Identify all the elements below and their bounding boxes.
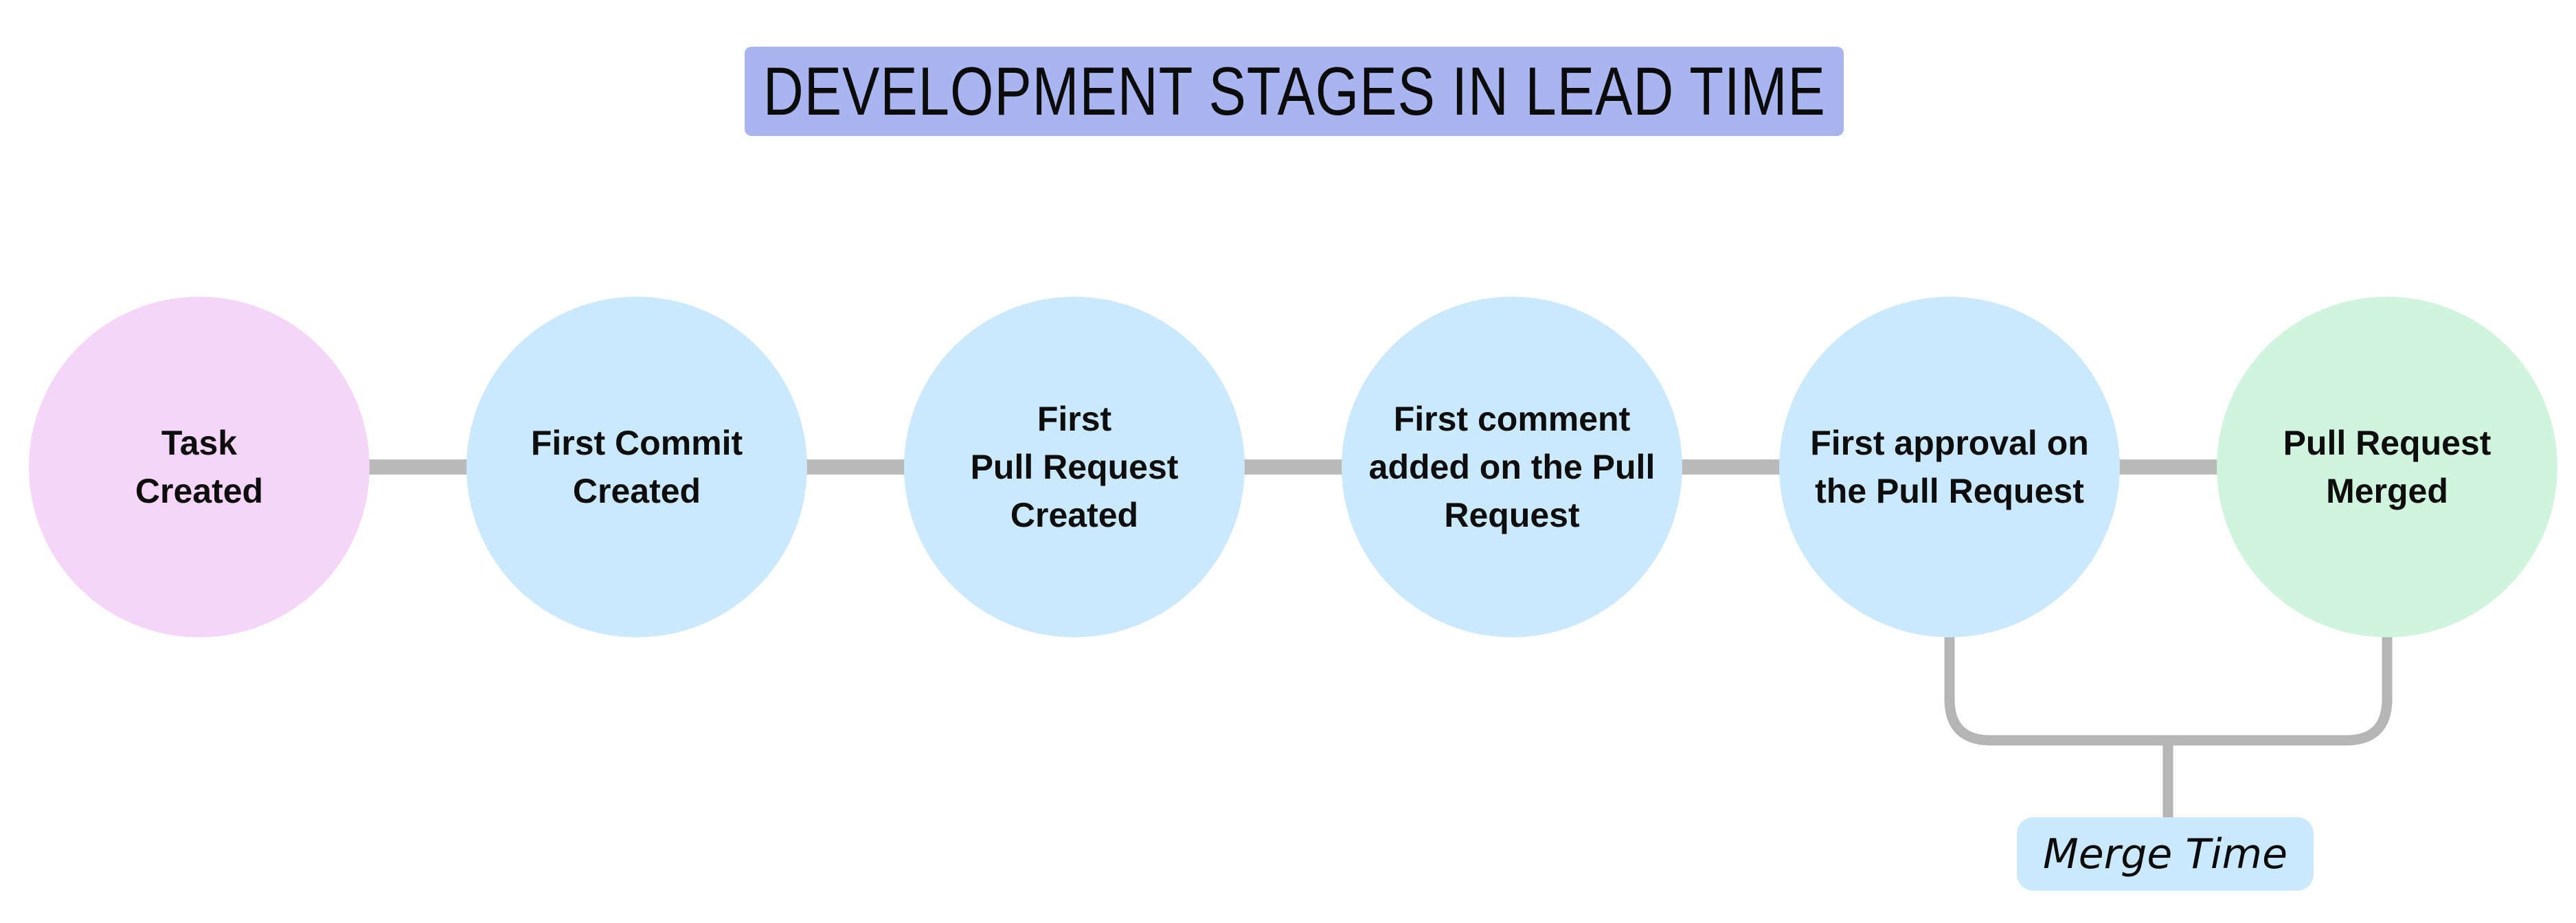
merge-time-label-box: Merge Time (2017, 817, 2314, 891)
stage-circle-first-comment-added: First comment added on the Pull Request (1342, 297, 1682, 637)
stage-label: Pull Request Merged (2283, 424, 2492, 510)
stage-label: First Pull Request Created (970, 400, 1179, 534)
stage-circle-first-approval: First approval on the Pull Request (1779, 297, 2120, 637)
stage-circle-task-created: Task Created (29, 297, 370, 637)
page-title: DEVELOPMENT STAGES IN LEAD TIME (762, 52, 1826, 129)
merge-time-label: Merge Time (2042, 830, 2288, 878)
stage-circle-first-commit-created: First Commit Created (466, 297, 807, 637)
stage-label: First approval on the Pull Request (1810, 424, 2089, 510)
stage-circle-first-pull-request-created: First Pull Request Created (904, 297, 1245, 637)
title-banner: DEVELOPMENT STAGES IN LEAD TIME (745, 47, 1844, 136)
stage-label: Task Created (135, 424, 264, 510)
bracket-path (1944, 626, 2393, 825)
stage-label: First Commit Created (530, 424, 743, 510)
stage-label: First comment added on the Pull Request (1368, 400, 1656, 534)
stage-circle-pull-request-merged: Pull Request Merged (2217, 297, 2557, 637)
